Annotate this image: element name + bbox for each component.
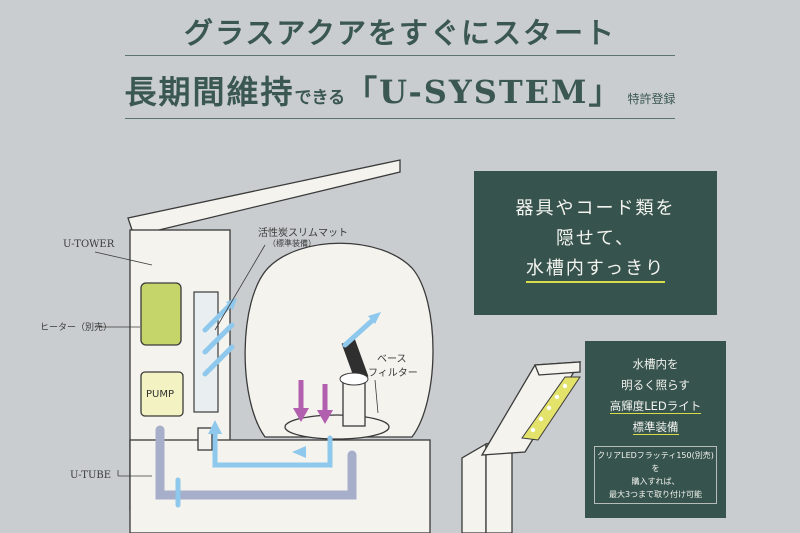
light-arm-top [534, 361, 581, 376]
carbon-mat [193, 291, 219, 413]
divider-top [125, 55, 675, 56]
light-arm [480, 361, 582, 456]
led-panel: 水槽内を 明るく照らす 高輝度LEDライト 標準装備 クリアLEDフラッティ15… [585, 341, 726, 518]
label-u-tower: U-TOWER [63, 239, 115, 250]
light-stand [461, 442, 487, 533]
hide-line-1: 器具やコード類を [515, 198, 676, 219]
headline: グラスアクアをすぐにスタート [184, 16, 616, 50]
label-filter: フィルター [368, 368, 418, 379]
label-mat-sub: （標準装備） [268, 239, 316, 248]
subheadline-main: 長期間維持 [124, 73, 295, 111]
led-line-3: 高輝度LEDライト [609, 399, 702, 414]
led-line-4: 標準装備 [632, 420, 679, 435]
led-dots [530, 383, 568, 433]
label-u-tube: U-TUBE [70, 470, 112, 481]
led-note-2: 購入すれば、 [631, 477, 680, 486]
label-mat: 活性炭スリムマット [258, 228, 348, 239]
heater [140, 282, 182, 346]
nozzle [339, 338, 369, 386]
u-tube [155, 425, 357, 500]
hide-line-3: 水槽内すっきり [525, 258, 666, 283]
divider-bottom [125, 118, 675, 119]
subheadline: 長期間維持できる「U-SYSTEM」 特許登録 [0, 67, 800, 113]
pump [140, 371, 184, 417]
led-note: クリアLEDフラッティ150(別売)を 購入すれば、 最大3つまで取り付け可能 [594, 446, 717, 504]
water-flow-purple [298, 380, 328, 414]
base-block [129, 439, 431, 533]
patent-note: 特許登録 [627, 92, 676, 106]
hide-cables-panel: 器具やコード類を 隠せて、 水槽内すっきり [474, 171, 717, 315]
label-heater: ヒーター（別売） [40, 323, 113, 333]
led-note-3: 最大3つまで取り付け可能 [608, 490, 703, 499]
glass-tank [244, 242, 434, 438]
led-line-2: 明るく照らす [621, 378, 690, 392]
label-pump: PUMP [146, 389, 175, 400]
arrowheads-blue [208, 298, 381, 458]
hide-line-2: 隠せて、 [555, 228, 636, 249]
led-line-1: 水槽内を [632, 357, 679, 371]
subheadline-mid: できる [294, 88, 346, 108]
water-flow-blue [175, 300, 378, 508]
system-name: 「U-SYSTEM」 [345, 73, 623, 111]
led-note-1: クリアLEDフラッティ150(別売)を [597, 451, 714, 473]
label-base: ベース [377, 354, 407, 365]
